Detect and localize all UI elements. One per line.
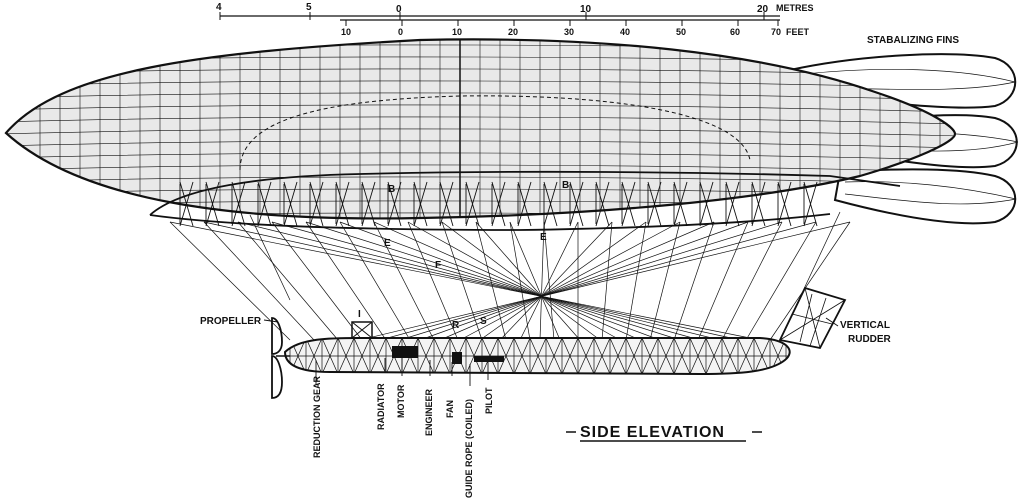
marker-e: E [384, 238, 391, 249]
scale-feet-tick: 20 [508, 27, 518, 37]
marker-s: S [480, 316, 487, 327]
scale-feet-tick: 60 [730, 27, 740, 37]
scale-feet-tick: 10 [341, 27, 351, 37]
label-motor: MOTOR [396, 384, 406, 418]
marker-e: E [540, 232, 547, 243]
scale-metres-tick: 20 [757, 4, 769, 15]
scale-metres-tick: 10 [580, 4, 592, 15]
lower-fin [833, 168, 1017, 225]
scale-metres-unit: METRES [776, 3, 814, 13]
suspension-cables [169, 211, 851, 341]
marker-i: I [358, 309, 361, 320]
label-vertical: VERTICAL [840, 320, 890, 331]
scale-metres-tick: 0 [396, 4, 402, 15]
label-reduction-gear: REDUCTION GEAR [312, 375, 322, 458]
label-propeller: PROPELLER [200, 316, 262, 327]
scale-metres-tick: 5 [306, 2, 312, 13]
marker-r: R [452, 320, 460, 331]
motor-block [392, 346, 418, 358]
label-guide-rope: GUIDE ROPE (COILED) [464, 399, 474, 498]
label-stabilizing-fins: STABALIZING FINS [867, 35, 959, 46]
vertical-rudder [778, 286, 847, 350]
label-rudder: RUDDER [848, 334, 892, 345]
propeller [271, 317, 290, 399]
scale-ticks [219, 12, 779, 26]
marker-b: B [562, 180, 569, 191]
diagram-title-group: SIDE ELEVATION [566, 424, 762, 442]
scale-feet-tick: 10 [452, 27, 462, 37]
label-pilot: PILOT [484, 387, 494, 414]
scale-feet-unit: FEET [786, 27, 810, 37]
scale-feet-tick: 0 [398, 27, 403, 37]
scale-feet-tick: 70 [771, 27, 781, 37]
scale-feet-tick: 30 [564, 27, 574, 37]
diagram-title: SIDE ELEVATION [580, 424, 725, 441]
marker-f: F [435, 260, 441, 271]
scale-feet-tick: 50 [676, 27, 686, 37]
scale-metres-tick: 4 [216, 2, 222, 13]
pilot-seat [474, 356, 504, 362]
envelope [4, 38, 957, 220]
scale-bar: 4 5 0 10 20 METRES 10 0 10 20 30 40 50 6… [216, 2, 814, 37]
keel-truss [149, 170, 901, 231]
gondola-car [283, 321, 791, 376]
envelope-outline [4, 38, 957, 220]
callout-lines [315, 358, 489, 386]
label-engineer: ENGINEER [424, 388, 434, 436]
label-fan: FAN [445, 400, 455, 418]
radiator [351, 321, 373, 339]
label-radiator: RADIATOR [376, 383, 386, 430]
ballonet-outline [239, 95, 751, 171]
scale-feet-tick: 40 [620, 27, 630, 37]
marker-b: B [388, 184, 395, 195]
engineer-seat [452, 352, 462, 364]
